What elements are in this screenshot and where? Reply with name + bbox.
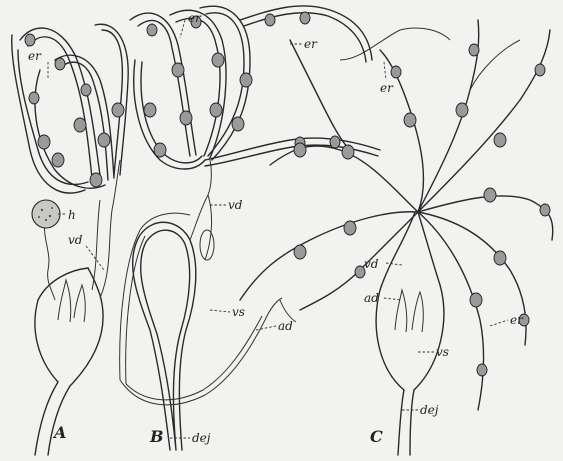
label-vd-b: vd: [228, 198, 243, 212]
label-er-5: er: [510, 313, 524, 327]
panel-label-a: A: [52, 423, 66, 442]
leader-lines: [48, 20, 508, 438]
label-vd-a: vd: [68, 233, 83, 247]
label-ad-b: ad: [278, 319, 293, 333]
label-vd-c: vd: [364, 257, 379, 271]
label-er-3: er: [304, 37, 318, 51]
label-er-1: er: [28, 49, 42, 63]
label-er-4: er: [380, 81, 394, 95]
panel-label-c: C: [370, 427, 383, 446]
panel-c-drawing: [240, 20, 553, 455]
label-dej-b: dej: [192, 431, 211, 445]
label-er-2: er: [188, 11, 202, 25]
label-dej-c: dej: [420, 403, 439, 417]
label-h: h: [68, 208, 76, 222]
label-vs-b: vs: [232, 305, 245, 319]
label-vs-c: vs: [436, 345, 449, 359]
panel-b-drawing: [120, 6, 380, 450]
label-ad-c: ad: [364, 291, 379, 305]
panel-label-b: B: [149, 427, 164, 446]
